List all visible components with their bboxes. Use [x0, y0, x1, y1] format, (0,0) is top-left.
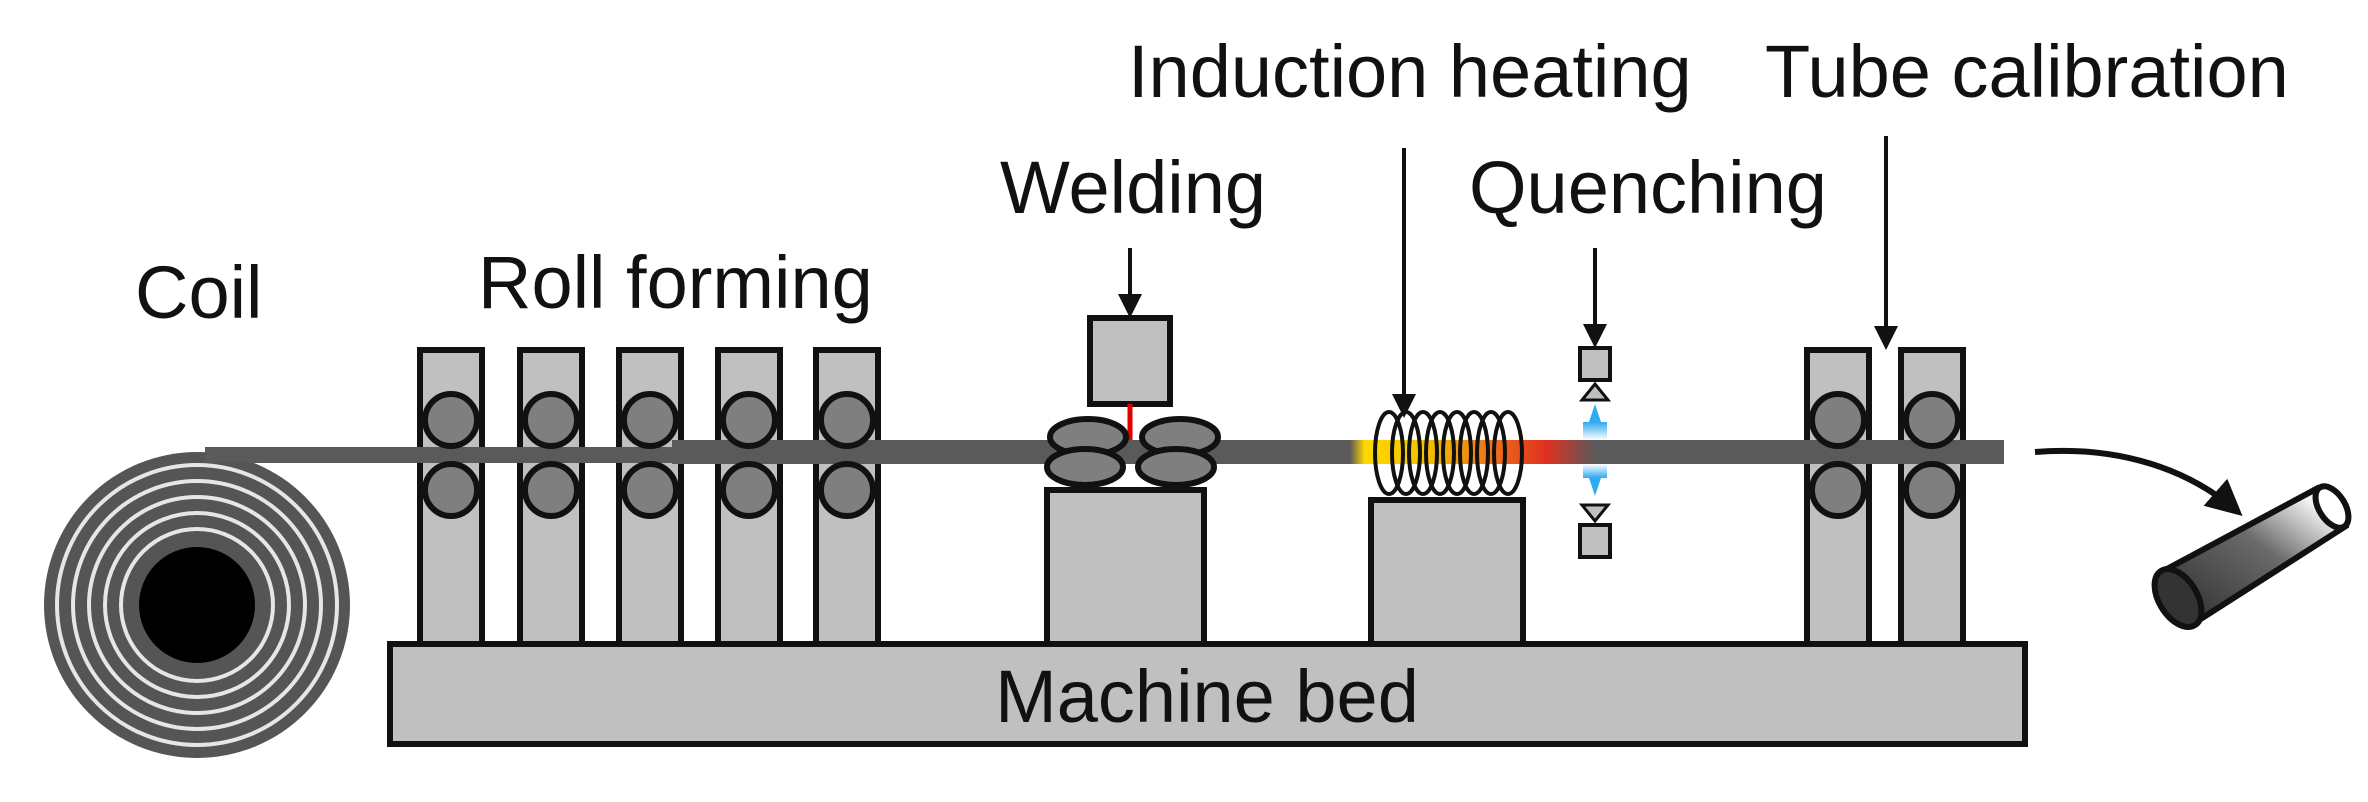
welding-base [1044, 487, 1207, 647]
induction-base [1368, 497, 1526, 647]
welding-head [1087, 315, 1173, 407]
quenching-nozzles [1578, 346, 1612, 559]
quenching-label: Quenching [1469, 146, 1827, 229]
induction-heating-label: Induction heating [1128, 30, 1692, 113]
roller [1903, 461, 1961, 519]
strip [205, 440, 2004, 464]
quench-nozzle-top [1578, 346, 1612, 382]
induction-coil [1373, 410, 1524, 496]
welding-label: Welding [1000, 146, 1266, 229]
welding-unit [1044, 315, 1207, 647]
roller [422, 461, 480, 519]
forming-rollers [422, 391, 876, 519]
roller [422, 391, 480, 449]
quench-spray-bottom [1589, 478, 1601, 496]
machine-bed-label: Machine bed [995, 655, 1419, 738]
roller [1903, 391, 1961, 449]
coil-label: Coil [135, 251, 262, 334]
squeeze-roll [1044, 446, 1126, 488]
calibration-rollers [1809, 391, 1961, 519]
roller [818, 391, 876, 449]
quench-spray-top [1589, 404, 1601, 422]
roller [621, 461, 679, 519]
roller [522, 461, 580, 519]
squeeze-roll [1135, 446, 1217, 488]
roll-forming-label: Roll forming [478, 241, 873, 324]
roller [522, 391, 580, 449]
pointer-arrows [1118, 136, 1898, 418]
roller [720, 391, 778, 449]
finished-tube [2151, 483, 2352, 630]
welding-squeeze-rolls [1044, 416, 1221, 488]
roller [1809, 391, 1867, 449]
roller [720, 461, 778, 519]
coil [44, 452, 350, 758]
quench-nozzle-bottom [1578, 523, 1612, 559]
tube-calibration-label: Tube calibration [1765, 30, 2289, 113]
machine-bed: Machine bed [387, 641, 2028, 747]
roller [1809, 461, 1867, 519]
output-arrow [2034, 447, 2243, 516]
roller [621, 391, 679, 449]
roller [818, 461, 876, 519]
